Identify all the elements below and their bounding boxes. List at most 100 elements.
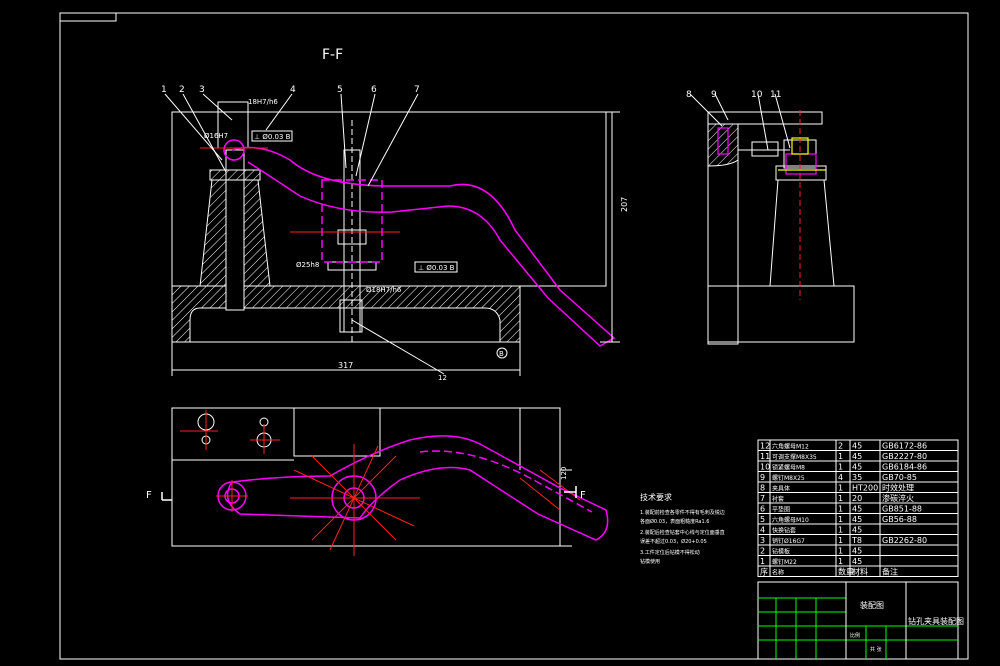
tech-line-6: 钻模使用 bbox=[640, 558, 660, 565]
dim-fit-bottom: Ø18H7/h6 bbox=[366, 286, 402, 294]
parts-table-cell: 11 bbox=[760, 452, 770, 461]
datum-b: B bbox=[499, 350, 504, 358]
tech-title: 技术要求 bbox=[640, 492, 672, 502]
parts-table-cell: GB6184-86 bbox=[882, 463, 927, 472]
parts-table-cell: 6 bbox=[760, 505, 765, 514]
tech-line-3: 2.装配后检查钻套中心线与定位面垂直 bbox=[640, 529, 725, 536]
parts-table-cell: 锁紧螺母M8 bbox=[772, 464, 805, 472]
parts-table-cell: 1 bbox=[838, 515, 843, 524]
parts-table-cell: 4 bbox=[838, 473, 843, 482]
parts-table-cell: GB2262-80 bbox=[882, 536, 927, 545]
parts-table-cell: 7 bbox=[760, 494, 765, 503]
front-dimensions bbox=[171, 111, 620, 376]
parts-table-cell: 螺钉M22 bbox=[772, 558, 797, 566]
tech-line-5: 3.工件定位后钻模不得松动 bbox=[640, 549, 700, 556]
plan-lever bbox=[217, 435, 609, 541]
parts-table-cell: 快换钻套 bbox=[772, 527, 796, 535]
title-scale: 比例 bbox=[850, 632, 860, 639]
sheet-frame bbox=[59, 12, 969, 660]
bolt-foot bbox=[339, 299, 363, 333]
tech-line-1: 1.装配前检查各零件不得有毛刺及锐边 bbox=[640, 509, 725, 516]
parts-table-cell: 20 bbox=[852, 494, 862, 503]
parts-table-cell: 35 bbox=[852, 473, 862, 482]
parts-table-cell: GB2227-80 bbox=[882, 452, 927, 461]
parts-table-cell: 六角螺母M12 bbox=[772, 443, 809, 451]
title-assembly: 装配图 bbox=[860, 600, 884, 610]
parts-table-cell: 1 bbox=[838, 494, 843, 503]
parts-table-cell: 45 bbox=[852, 505, 862, 514]
callout-9: 9 bbox=[711, 90, 717, 100]
dim-bore: Ø16H7 bbox=[204, 132, 228, 140]
parts-table-cell: GB851-88 bbox=[882, 505, 922, 514]
parts-table-cell: 12 bbox=[760, 442, 770, 451]
callout-2: 2 bbox=[179, 85, 185, 95]
parts-table-cell: T8 bbox=[851, 536, 862, 545]
collar bbox=[209, 169, 261, 181]
parts-table-cell: 1 bbox=[838, 452, 843, 461]
callout-leaders bbox=[164, 93, 791, 187]
callout-10: 10 bbox=[751, 90, 763, 100]
title-block bbox=[757, 581, 959, 660]
parts-table-cell: 5 bbox=[760, 515, 765, 524]
parts-table-cell: 1 bbox=[838, 536, 843, 545]
dim-width: 317 bbox=[338, 361, 353, 370]
tol-mid: ⊥ Ø0.03 B bbox=[418, 264, 455, 272]
side-view bbox=[707, 110, 855, 345]
parts-table-cell: 45 bbox=[852, 442, 862, 451]
parts-table-header-cell: 序 bbox=[760, 567, 768, 577]
parts-table-cell: 时效处理 bbox=[882, 483, 914, 493]
parts-table-cell: 45 bbox=[852, 557, 862, 566]
parts-table-cell: 8 bbox=[760, 484, 765, 493]
parts-table-cell: 渗碳淬火 bbox=[882, 493, 914, 503]
callout-3: 3 bbox=[199, 85, 205, 95]
plan-centerlines bbox=[180, 410, 581, 556]
parts-table-cell: HT200 bbox=[852, 484, 878, 493]
parts-table-cell: 1 bbox=[838, 463, 843, 472]
tech-line-2: 各面Ø0.03，表面粗糙度Ra1.6 bbox=[640, 518, 709, 525]
parts-table-header-cell: 备注 bbox=[882, 567, 898, 577]
callout-4: 4 bbox=[290, 85, 296, 95]
parts-table-header-cell: 名称 bbox=[772, 569, 784, 577]
parts-table-cell: 10 bbox=[760, 463, 770, 472]
title-sheet: 共 张 bbox=[870, 646, 882, 653]
plan-view bbox=[171, 407, 572, 547]
parts-table-cell: 2 bbox=[838, 442, 843, 451]
parts-table-cell: 夹具体 bbox=[772, 485, 790, 493]
parts-table-cell: 1 bbox=[838, 547, 843, 556]
section-marks bbox=[161, 486, 577, 501]
parts-table-cell: 六角螺母M10 bbox=[772, 516, 809, 524]
view-mark-left: F bbox=[146, 490, 152, 501]
parts-table-cell: 9 bbox=[760, 473, 765, 482]
parts-table-cell: 销钉Ø16G7 bbox=[772, 537, 805, 545]
parts-table-cell: 1 bbox=[838, 505, 843, 514]
title-drawing-name: 钻孔夹具装配图 bbox=[908, 616, 964, 626]
callout-1: 1 bbox=[161, 85, 167, 95]
section-label: F-F bbox=[322, 47, 343, 63]
parts-table-cell: 2 bbox=[760, 547, 765, 556]
parts-table-cell: 45 bbox=[852, 547, 862, 556]
base-section bbox=[171, 285, 521, 343]
parts-table-header-cell: 数量 bbox=[838, 567, 854, 577]
parts-table-cell: 45 bbox=[852, 463, 862, 472]
parts-table-cell: 1 bbox=[838, 484, 843, 493]
front-section-view bbox=[171, 101, 607, 343]
parts-table-cell: 45 bbox=[852, 526, 862, 535]
parts-table-border bbox=[757, 439, 959, 577]
tech-line-4: 误差不超过0.03，Ø20+0.05 bbox=[640, 538, 707, 545]
parts-table-cell: 螺钉M8X25 bbox=[772, 474, 805, 482]
callout-8: 8 bbox=[686, 90, 692, 100]
tol-top: ⊥ Ø0.03 B bbox=[254, 133, 291, 141]
top-plate bbox=[171, 111, 607, 287]
callout-11: 11 bbox=[770, 90, 781, 100]
tech-requirements: 技术要求 1.装配前检查各零件不得有毛刺及锐边 各面Ø0.03，表面粗糙度Ra1… bbox=[640, 492, 725, 565]
callout-7: 7 bbox=[414, 85, 420, 95]
side-view-accent bbox=[717, 127, 826, 175]
lever-front-phantom bbox=[223, 139, 616, 347]
parts-table-cell: 3 bbox=[760, 536, 765, 545]
callout-labels: 1 2 3 4 5 6 7 8 9 10 11 bbox=[161, 85, 781, 100]
parts-table-cell: 4 bbox=[760, 526, 765, 535]
parts-table-cell: GB6172-86 bbox=[882, 442, 927, 451]
parts-table-cell: 1 bbox=[838, 557, 843, 566]
